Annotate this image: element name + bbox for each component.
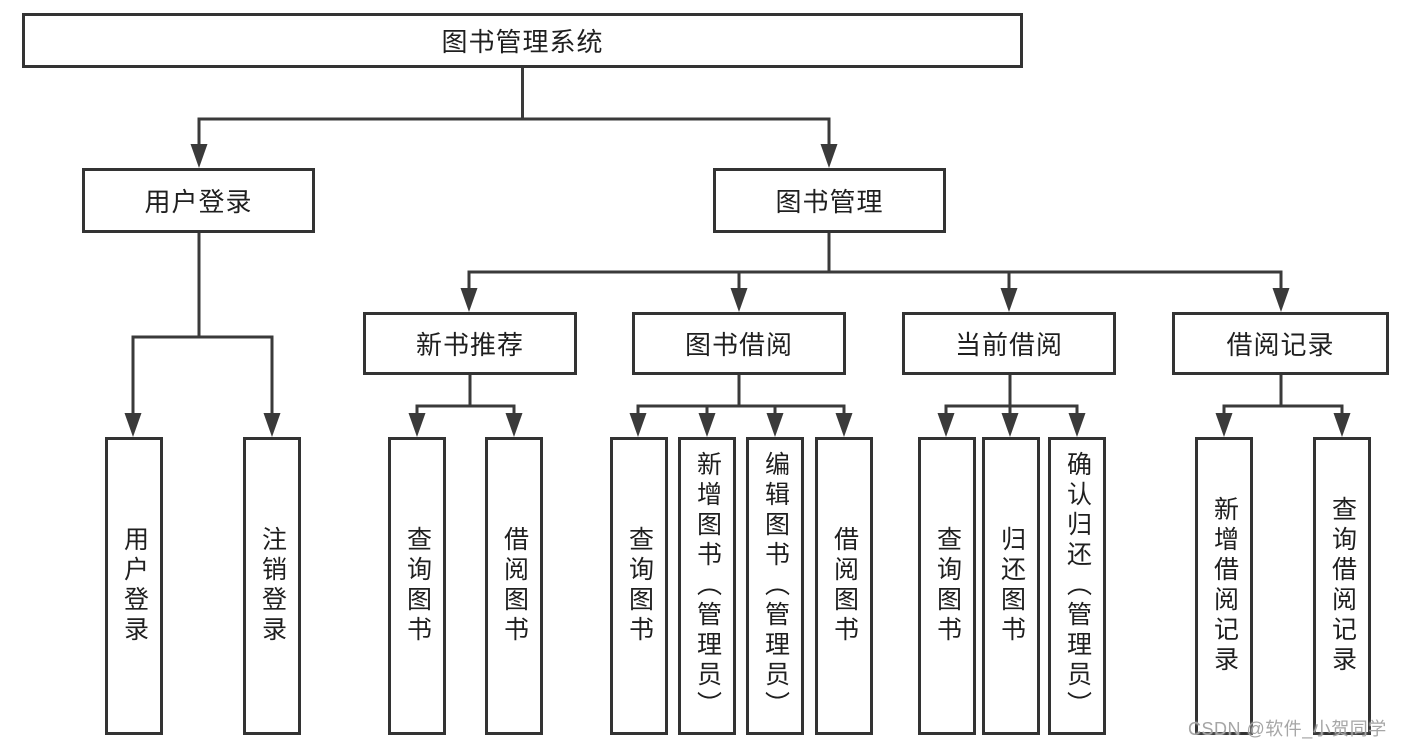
node-library-management-system: 图书管理系统 xyxy=(22,13,1023,68)
leaf-borrow-books: 借阅图书 xyxy=(815,437,873,735)
node-borrow-records: 借阅记录 xyxy=(1172,312,1389,375)
leaf-recommend-borrow-books: 借阅图书 xyxy=(485,437,543,735)
leaf-user-login: 用户登录 xyxy=(105,437,163,735)
connector-user-login-to-leaves xyxy=(124,231,281,437)
connector-borrow-to-leaves xyxy=(629,373,853,437)
connector-book-management-to-level3 xyxy=(460,231,1290,312)
node-book-borrow: 图书借阅 xyxy=(632,312,846,375)
connector-recommend-to-leaves xyxy=(408,373,523,437)
leaf-logout: 注销登录 xyxy=(243,437,301,735)
connector-records-to-leaves xyxy=(1215,373,1351,437)
leaf-query-borrow-record: 查询借阅记录 xyxy=(1313,437,1371,735)
node-user-login: 用户登录 xyxy=(82,168,315,233)
leaf-add-books-admin: 新增图书（管理员） xyxy=(678,437,736,735)
leaf-confirm-return-admin: 确认归还（管理员） xyxy=(1048,437,1106,735)
node-new-book-recommend: 新书推荐 xyxy=(363,312,577,375)
leaf-recommend-query-books: 查询图书 xyxy=(388,437,446,735)
leaf-add-borrow-record: 新增借阅记录 xyxy=(1195,437,1253,735)
node-current-borrow: 当前借阅 xyxy=(902,312,1116,375)
leaf-current-query-books: 查询图书 xyxy=(918,437,976,735)
connector-root-to-level2 xyxy=(190,64,838,168)
node-book-management: 图书管理 xyxy=(713,168,946,233)
leaf-borrow-query-books: 查询图书 xyxy=(610,437,668,735)
connector-current-to-leaves xyxy=(937,373,1086,437)
leaf-return-books: 归还图书 xyxy=(982,437,1040,735)
leaf-edit-books-admin: 编辑图书（管理员） xyxy=(746,437,804,735)
csdn-watermark: CSDN @软件_小贺同学 xyxy=(1188,719,1387,739)
